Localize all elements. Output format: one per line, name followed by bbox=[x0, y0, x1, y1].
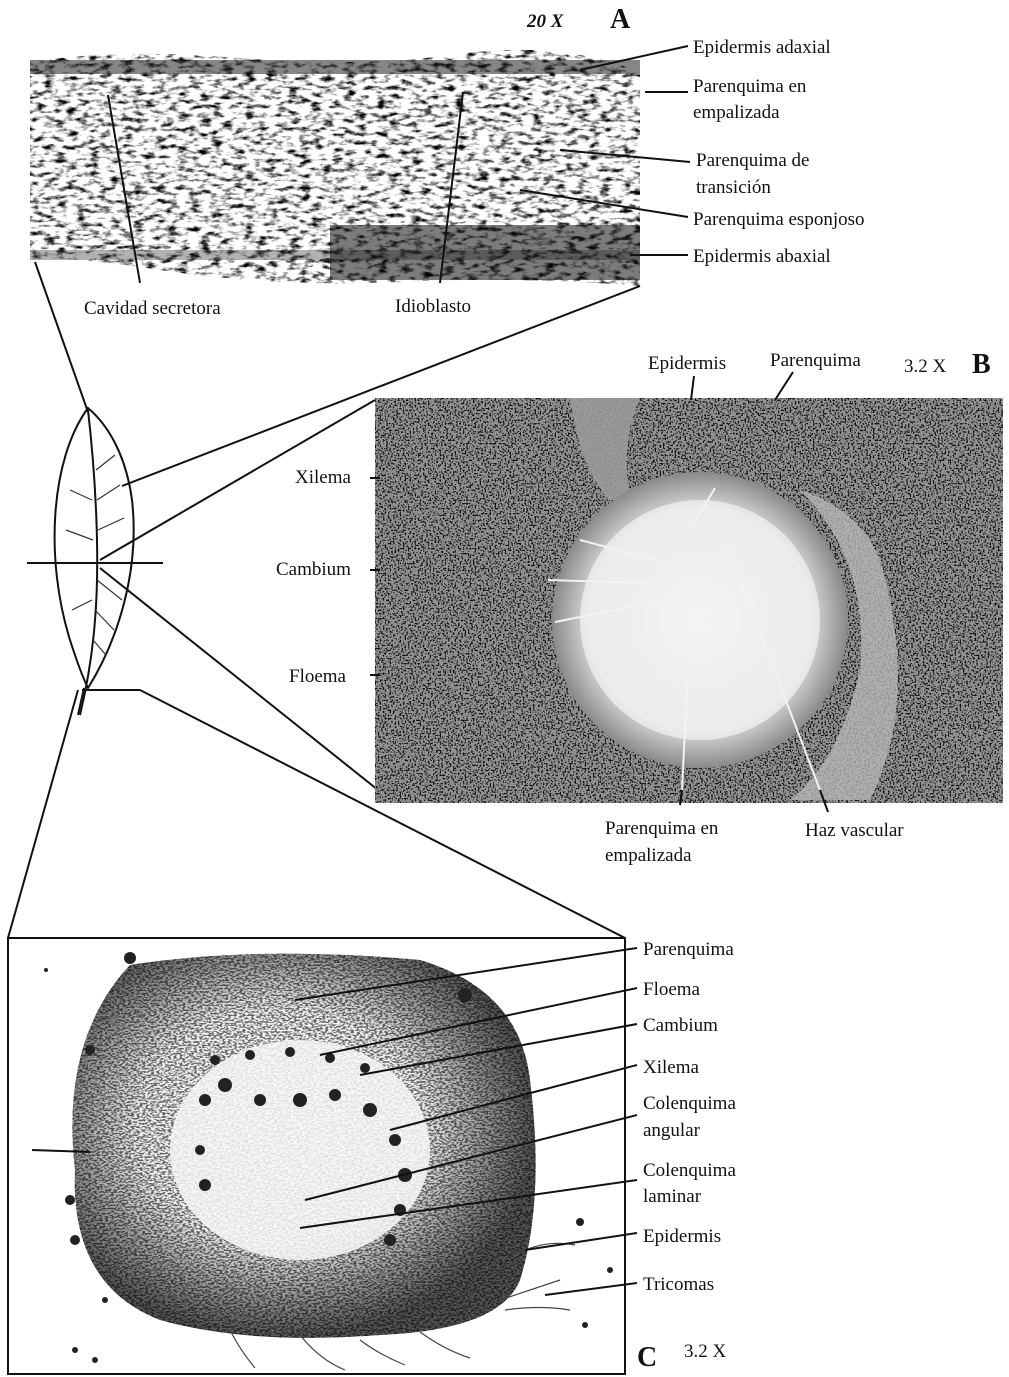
label-cavidad-secretora: Cavidad secretora bbox=[84, 298, 221, 319]
label-parenquima-empalizada-a-1: Parenquima en bbox=[693, 76, 807, 97]
label-parenquima-transicion-2: transición bbox=[696, 177, 771, 198]
label-colenquima-laminar-2: laminar bbox=[643, 1186, 702, 1207]
label-epidermis-adaxial: Epidermis adaxial bbox=[693, 37, 831, 58]
panel-b-letter: B bbox=[972, 349, 991, 380]
label-cambium-b: Cambium bbox=[276, 559, 351, 580]
label-xilema-c: Xilema bbox=[643, 1057, 699, 1078]
panel-a-magnification: 20 X bbox=[526, 11, 565, 32]
label-parenquima-esponjoso: Parenquima esponjoso bbox=[693, 209, 865, 230]
panel-b: Epidermis Parenquima 3.2 X B Xilema Camb… bbox=[276, 349, 1003, 866]
label-xilema-b: Xilema bbox=[295, 467, 351, 488]
label-parenquima-empalizada-b-1: Parenquima en bbox=[605, 818, 719, 839]
label-epidermis-b: Epidermis bbox=[648, 353, 726, 374]
panel-b-micrograph bbox=[375, 398, 1003, 803]
label-parenquima-b: Parenquima bbox=[770, 350, 861, 371]
panel-c-magnification: 3.2 X bbox=[684, 1341, 727, 1362]
label-tricomas: Tricomas bbox=[643, 1274, 714, 1295]
panel-a: 20 X A Epidermis adaxial Parenquima en e… bbox=[30, 4, 865, 319]
label-parenquima-transicion-1: Parenquima de bbox=[696, 150, 809, 171]
panel-c-letter: C bbox=[637, 1342, 657, 1373]
label-idioblasto: Idioblasto bbox=[395, 296, 471, 317]
label-epidermis-abaxial: Epidermis abaxial bbox=[693, 246, 831, 267]
label-colenquima-laminar-1: Colenquima bbox=[643, 1160, 736, 1181]
label-floema-b: Floema bbox=[289, 666, 347, 687]
label-parenquima-c: Parenquima bbox=[643, 939, 734, 960]
label-colenquima-angular-2: angular bbox=[643, 1120, 701, 1141]
panel-c: Parenquima Floema Cambium Xilema Colenqu… bbox=[8, 938, 736, 1374]
panel-b-magnification: 3.2 X bbox=[904, 356, 947, 377]
panel-a-micrograph bbox=[30, 50, 640, 286]
label-parenquima-empalizada-b-2: empalizada bbox=[605, 845, 692, 866]
label-parenquima-empalizada-a-2: empalizada bbox=[693, 102, 780, 123]
panel-a-letter: A bbox=[610, 4, 631, 35]
label-colenquima-angular-1: Colenquima bbox=[643, 1093, 736, 1114]
label-haz-vascular: Haz vascular bbox=[805, 820, 904, 841]
label-cambium-c: Cambium bbox=[643, 1015, 718, 1036]
label-epidermis-c: Epidermis bbox=[643, 1226, 721, 1247]
label-floema-c: Floema bbox=[643, 979, 701, 1000]
